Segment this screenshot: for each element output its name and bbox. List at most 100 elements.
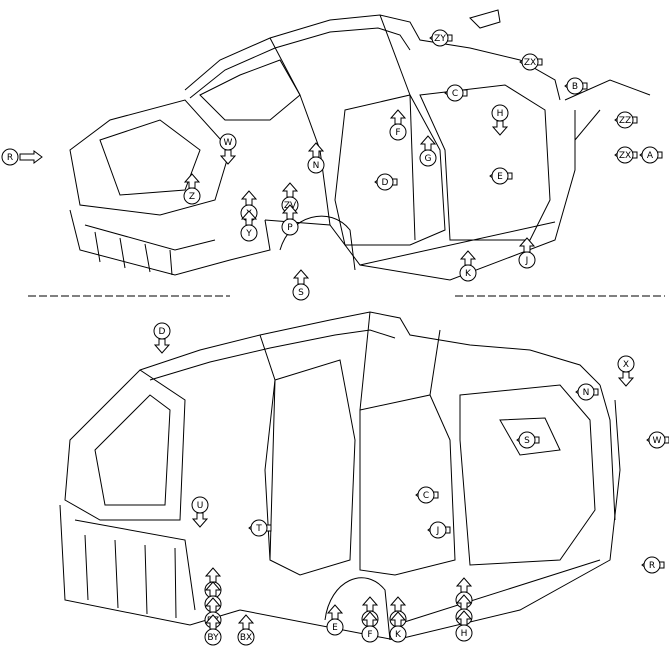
label-circle	[250, 519, 268, 537]
lower-label-22: H	[455, 610, 473, 642]
label-text: N	[313, 161, 320, 171]
label-circle	[389, 123, 407, 141]
label-circle	[417, 486, 435, 504]
label-text: BY	[207, 633, 219, 643]
label-text: R	[649, 561, 655, 571]
label-text: R	[7, 153, 13, 163]
upper-label-11: E	[489, 167, 513, 185]
upper-label-10: D	[374, 173, 398, 191]
label-text: X	[623, 360, 629, 370]
upper-label-19: K	[459, 250, 477, 282]
lower-label-6: J	[427, 521, 451, 539]
marker-arrow	[19, 150, 43, 164]
label-text: N	[583, 388, 590, 398]
label-circle	[429, 521, 447, 539]
label-circle	[431, 29, 449, 47]
label-text: F	[395, 128, 400, 138]
label-text: K	[465, 269, 472, 279]
lower-label-0: D	[153, 322, 171, 354]
label-text: D	[382, 178, 389, 188]
marker-arrow	[292, 269, 310, 285]
label-text: W	[224, 138, 233, 148]
label-text: ZZ	[619, 116, 631, 126]
label-text: Y	[245, 229, 252, 239]
upper-label-9: G	[419, 135, 437, 167]
label-circle	[240, 224, 258, 242]
label-text: D	[159, 327, 166, 337]
upper-label-6: C	[444, 84, 468, 102]
upper-label-20: J	[518, 237, 536, 269]
upper-label-16: Y	[240, 210, 258, 242]
label-circle	[455, 624, 473, 642]
marker-arrow	[153, 338, 171, 354]
label-circle	[643, 556, 661, 574]
marker-arrow	[281, 182, 299, 198]
upper-label-21: R	[1, 148, 43, 166]
lower-label-3: W	[646, 431, 669, 449]
label-text: Z	[189, 192, 195, 202]
upper-label-13: W	[219, 133, 237, 165]
label-text: P	[287, 223, 293, 233]
upper-labels: ZYZXBZZZXACHFGDENWZXYZVPKJRS	[1, 29, 663, 301]
label-text: J	[525, 256, 529, 266]
lower-label-8: U	[191, 496, 209, 528]
label-text: F	[367, 630, 372, 640]
label-text: H	[497, 109, 504, 119]
lower-label-9: R	[641, 556, 665, 574]
upper-label-1: ZX	[519, 53, 543, 71]
label-text: S	[524, 436, 530, 446]
label-circle	[616, 111, 634, 129]
upper-label-2: B	[564, 77, 588, 95]
label-circle	[281, 218, 299, 236]
label-text: S	[298, 288, 304, 298]
label-circle	[518, 251, 536, 269]
upper-label-22: S	[292, 269, 310, 301]
label-circle	[219, 133, 237, 151]
marker-arrow	[455, 577, 473, 593]
marker-arrow	[389, 596, 407, 612]
label-text: B	[572, 82, 578, 92]
label-circle	[326, 618, 344, 636]
label-circle	[491, 167, 509, 185]
marker-arrow	[240, 190, 258, 206]
upper-label-8: F	[389, 109, 407, 141]
upper-label-7: H	[491, 104, 509, 136]
label-text: W	[653, 436, 662, 446]
upper-label-12: N	[307, 142, 325, 174]
marker-arrow	[419, 135, 437, 151]
marker-arrow	[389, 109, 407, 125]
marker-arrow	[361, 596, 379, 612]
marker-arrow	[204, 567, 222, 583]
lower-label-2: N	[575, 383, 599, 401]
lower-label-13: BY	[204, 614, 222, 646]
marker-arrow	[191, 512, 209, 528]
label-text: G	[425, 154, 432, 164]
label-circle	[491, 104, 509, 122]
lower-label-15: E	[326, 604, 344, 636]
label-circle	[204, 628, 222, 646]
label-circle	[521, 53, 539, 71]
upper-label-0: ZY	[429, 29, 453, 47]
upper-label-18: P	[281, 204, 299, 236]
label-circle	[566, 77, 584, 95]
label-circle	[237, 628, 255, 646]
label-circle	[616, 146, 634, 164]
label-circle	[389, 625, 407, 643]
upper-label-14: Z	[183, 173, 201, 205]
label-circle	[1, 148, 19, 166]
lower-label-19: K	[389, 611, 407, 643]
label-text: ZY	[434, 34, 446, 44]
label-text: C	[452, 89, 458, 99]
label-text: ZX	[524, 58, 536, 68]
marker-arrow	[219, 149, 237, 165]
label-circle	[648, 431, 666, 449]
label-circle	[183, 187, 201, 205]
upper-car-body	[69, 9, 651, 281]
label-circle	[292, 283, 310, 301]
marker-arrow	[326, 604, 344, 620]
label-circle	[307, 156, 325, 174]
lower-label-17: F	[361, 611, 379, 643]
label-text: K	[395, 630, 402, 640]
label-circle	[617, 355, 635, 373]
